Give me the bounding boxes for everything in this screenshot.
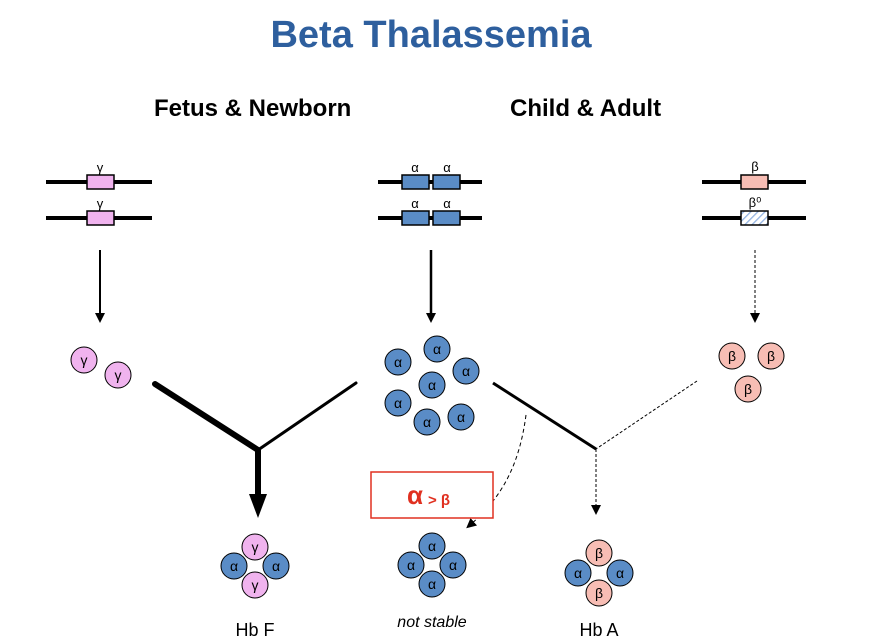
alpha-chain: α	[447, 403, 475, 431]
svg-text:β: β	[595, 545, 603, 561]
svg-text:γ: γ	[252, 577, 259, 593]
beta-chain: β	[757, 342, 785, 370]
svg-text:α: α	[230, 558, 238, 574]
alpha-chain: α	[418, 570, 446, 598]
alpha-combine-line	[256, 381, 358, 452]
svg-text:β: β	[744, 381, 752, 397]
hba-tetramer: β α α β	[564, 539, 634, 607]
svg-text:α: α	[394, 395, 402, 411]
heading-fetus-newborn: Fetus & Newborn	[154, 95, 352, 122]
alpha-chain: α	[452, 357, 480, 385]
svg-text:β: β	[767, 348, 775, 364]
alpha-combine-line	[492, 381, 597, 451]
alpha-gene-box	[401, 174, 430, 190]
alpha-chain: α	[220, 552, 248, 580]
unstable-caption: not stable	[397, 614, 467, 631]
svg-text:α: α	[433, 341, 441, 357]
imbalance-alpha: α	[407, 480, 423, 510]
beta-gene-label: β	[751, 159, 758, 174]
alpha-gene-box	[432, 174, 461, 190]
svg-text:β: β	[728, 348, 736, 364]
gamma-chain: γ	[104, 361, 132, 389]
alpha-chain: α	[413, 408, 441, 436]
svg-text:α: α	[574, 565, 582, 581]
gamma-chain: γ	[70, 346, 98, 374]
alpha-chain: α	[423, 335, 451, 363]
beta-chain: β	[585, 539, 613, 567]
alpha-gene-locus: α α α α	[378, 160, 482, 226]
beta-chain: β	[718, 342, 746, 370]
alpha-chain: α	[384, 389, 412, 417]
alpha-chain: α	[418, 532, 446, 560]
svg-text:α: α	[428, 377, 436, 393]
alpha-gene-label: α	[411, 160, 419, 175]
svg-text:α: α	[449, 557, 457, 573]
alpha-chain: α	[439, 551, 467, 579]
svg-text:α: α	[428, 538, 436, 554]
alpha-chain: α	[397, 551, 425, 579]
svg-text:γ: γ	[252, 539, 259, 555]
gamma-gene-label: γ	[97, 196, 104, 211]
alpha-chain: α	[606, 559, 634, 587]
svg-text:α: α	[428, 576, 436, 592]
alpha-chain: α	[262, 552, 290, 580]
svg-text:β: β	[595, 585, 603, 601]
unstable-alpha-tetramer: α α α α	[397, 532, 467, 598]
page-title: Beta Thalassemia	[270, 14, 592, 56]
heading-child-adult: Child & Adult	[510, 95, 662, 122]
hbf-arrow-head	[249, 494, 267, 518]
free-beta-chains: β β β	[718, 342, 785, 403]
alpha-gene-label: α	[411, 196, 419, 211]
svg-text:α: α	[407, 557, 415, 573]
alpha-excess-box: α > β	[370, 471, 494, 519]
beta-zero-gene-box	[740, 210, 769, 226]
svg-text:α: α	[272, 558, 280, 574]
svg-text:α: α	[423, 414, 431, 430]
gamma-chain: γ	[241, 571, 269, 599]
free-gamma-chains: γ γ	[70, 346, 132, 389]
gamma-gene-box	[86, 210, 115, 226]
alpha-chain: α	[384, 348, 412, 376]
alpha-gene-box	[432, 210, 461, 226]
free-alpha-chains: α α α α α α α	[384, 335, 480, 436]
beta-gene-locus: β β⁰	[702, 159, 806, 226]
hbf-assembly-lines	[152, 381, 358, 518]
gamma-combine-line	[152, 381, 261, 453]
alpha-gene-label: α	[443, 160, 451, 175]
hba-caption: Hb A	[579, 620, 619, 640]
svg-text:α: α	[457, 409, 465, 425]
svg-text:γ: γ	[81, 352, 88, 368]
beta-chain: β	[585, 579, 613, 607]
hbf-tetramer: γ α α γ	[220, 533, 290, 599]
gamma-chain: γ	[241, 533, 269, 561]
beta-chain: β	[734, 375, 762, 403]
hbf-caption: Hb F	[235, 620, 275, 640]
svg-text:α: α	[462, 363, 470, 379]
gamma-gene-label: γ	[97, 160, 104, 175]
svg-text:α: α	[616, 565, 624, 581]
alpha-gene-label: α	[443, 196, 451, 211]
hba-assembly-lines	[492, 380, 698, 515]
gamma-gene-box	[86, 174, 115, 190]
alpha-gene-box	[401, 210, 430, 226]
excess-alpha-arrow	[466, 414, 527, 529]
beta-gene-box	[740, 174, 769, 190]
beta-combine-line-reduced	[595, 380, 698, 450]
gamma-gene-locus: γ γ	[46, 160, 152, 226]
beta-zero-gene-label: β⁰	[749, 195, 762, 210]
alpha-chain: α	[418, 371, 446, 399]
svg-text:α: α	[394, 354, 402, 370]
imbalance-beta: > β	[428, 492, 450, 509]
svg-text:γ: γ	[115, 367, 122, 383]
alpha-chain: α	[564, 559, 592, 587]
